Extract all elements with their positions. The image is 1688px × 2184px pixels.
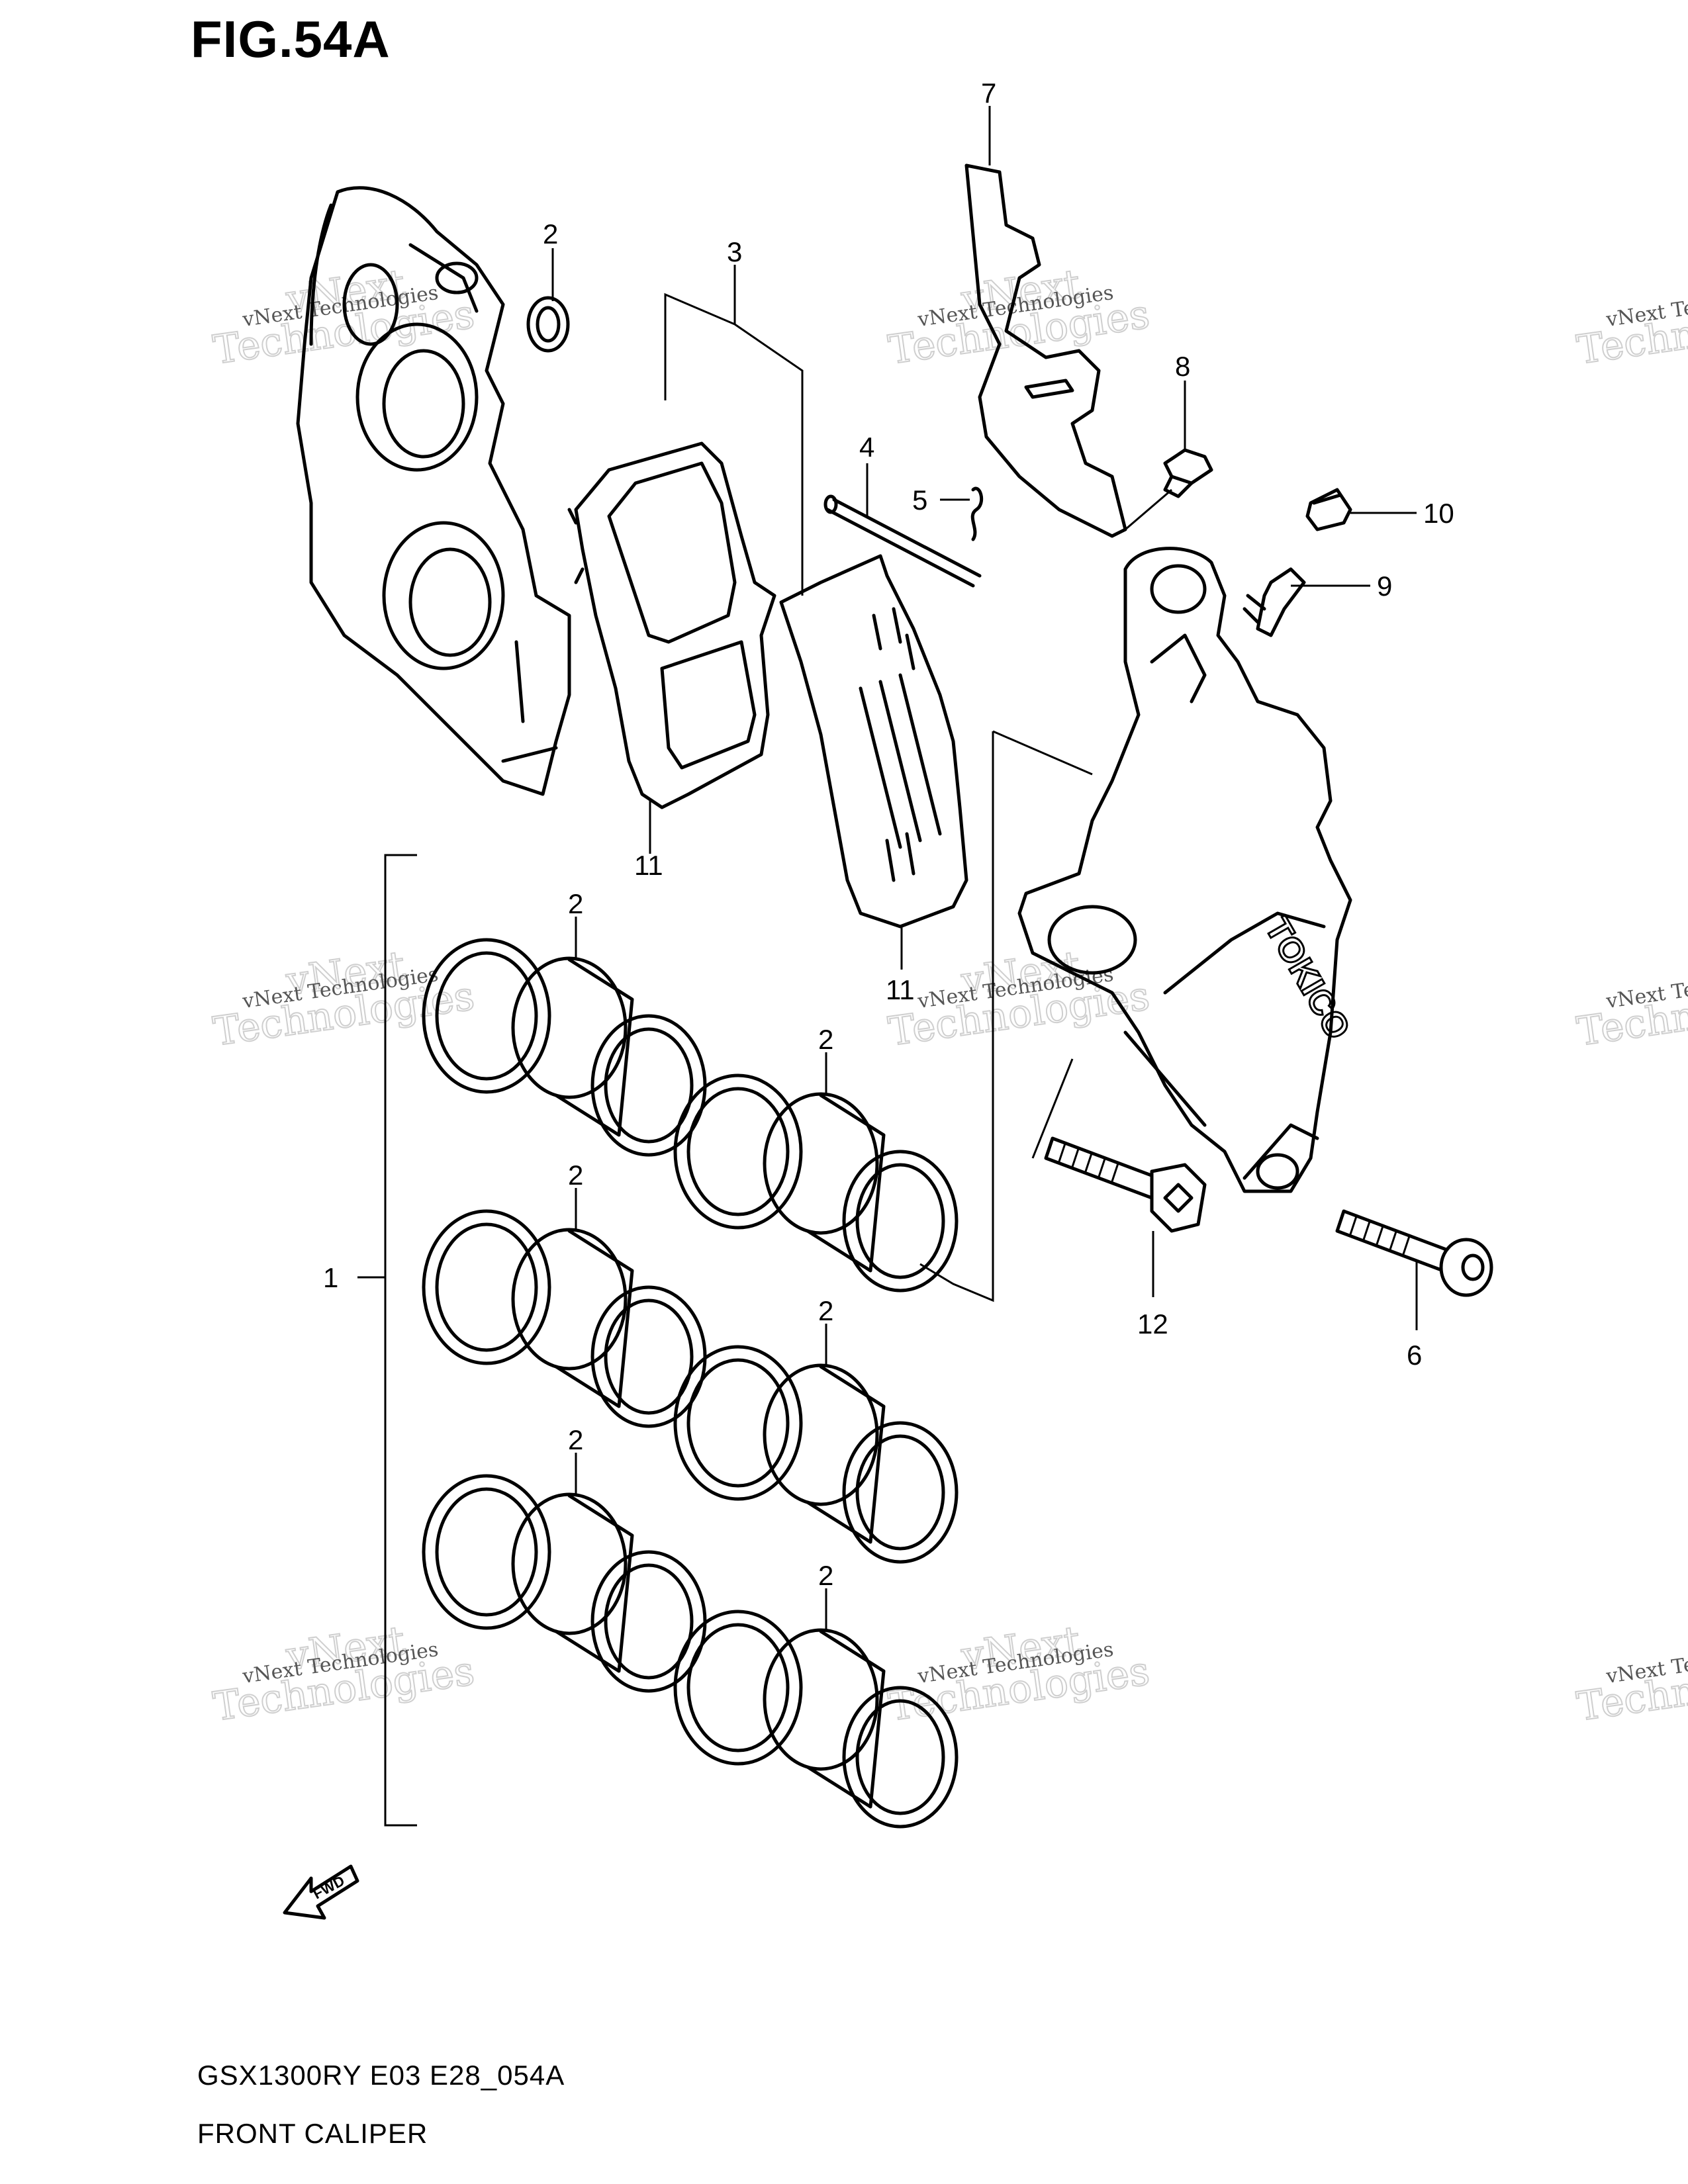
figure-title: FIG.54A — [191, 10, 391, 68]
mounting-bolt-12 — [1044, 1136, 1207, 1233]
callout-number: 2 — [818, 1024, 833, 1055]
leader-lines — [357, 106, 1418, 1827]
callout-number: 2 — [568, 888, 583, 919]
model-code: GSX1300RY E03 E28_054A — [197, 2060, 565, 2091]
forward-direction-arrow: FWD — [283, 1864, 359, 1920]
brake-pad-left — [567, 441, 776, 809]
pad-spring-bracket — [964, 163, 1127, 538]
piston-set — [422, 938, 707, 1157]
callout-number: 7 — [981, 77, 996, 109]
bleeder-valve — [1243, 567, 1306, 637]
piston-seal-sets — [422, 938, 959, 1829]
caliper-half-right: TOKICO — [1017, 547, 1358, 1193]
callout-number: 11 — [634, 850, 663, 881]
brake-pad-right — [779, 554, 968, 929]
caliper-bolt-6 — [1335, 1209, 1493, 1297]
callout-number: 3 — [727, 236, 742, 267]
piston-set — [673, 1610, 959, 1829]
callout-number: 9 — [1377, 570, 1392, 602]
bleeder-cap — [1305, 488, 1352, 531]
seal-washer-top — [526, 296, 570, 353]
callout-number: 4 — [859, 432, 874, 463]
callout-number: 5 — [912, 484, 927, 516]
callout-number: 11 — [886, 974, 915, 1005]
bleeder-bolt-8 — [1163, 448, 1213, 498]
callout-number: 2 — [818, 1560, 833, 1591]
pad-pin — [823, 494, 982, 588]
callout-number: 2 — [568, 1424, 583, 1455]
callout-labels: 2 3 4 5 7 8 10 9 11 11 2 2 2 2 2 2 1 12 … — [323, 77, 1454, 1591]
callout-number: 1 — [323, 1262, 338, 1293]
caliper-half-left — [296, 186, 571, 796]
callout-number: 6 — [1407, 1340, 1422, 1371]
piston-set — [673, 1345, 959, 1564]
callout-number: 10 — [1423, 498, 1454, 529]
callout-number: 2 — [568, 1160, 583, 1191]
piston-set — [422, 1209, 707, 1428]
piston-set — [673, 1073, 959, 1293]
callout-number: 2 — [818, 1295, 833, 1326]
section-name: FRONT CALIPER — [197, 2118, 428, 2149]
pin-clip — [970, 486, 984, 541]
callout-number: 12 — [1137, 1308, 1168, 1340]
callout-number: 2 — [543, 218, 558, 250]
brand-mark: TOKICO — [1258, 911, 1358, 1046]
callout-number: 8 — [1175, 351, 1190, 382]
